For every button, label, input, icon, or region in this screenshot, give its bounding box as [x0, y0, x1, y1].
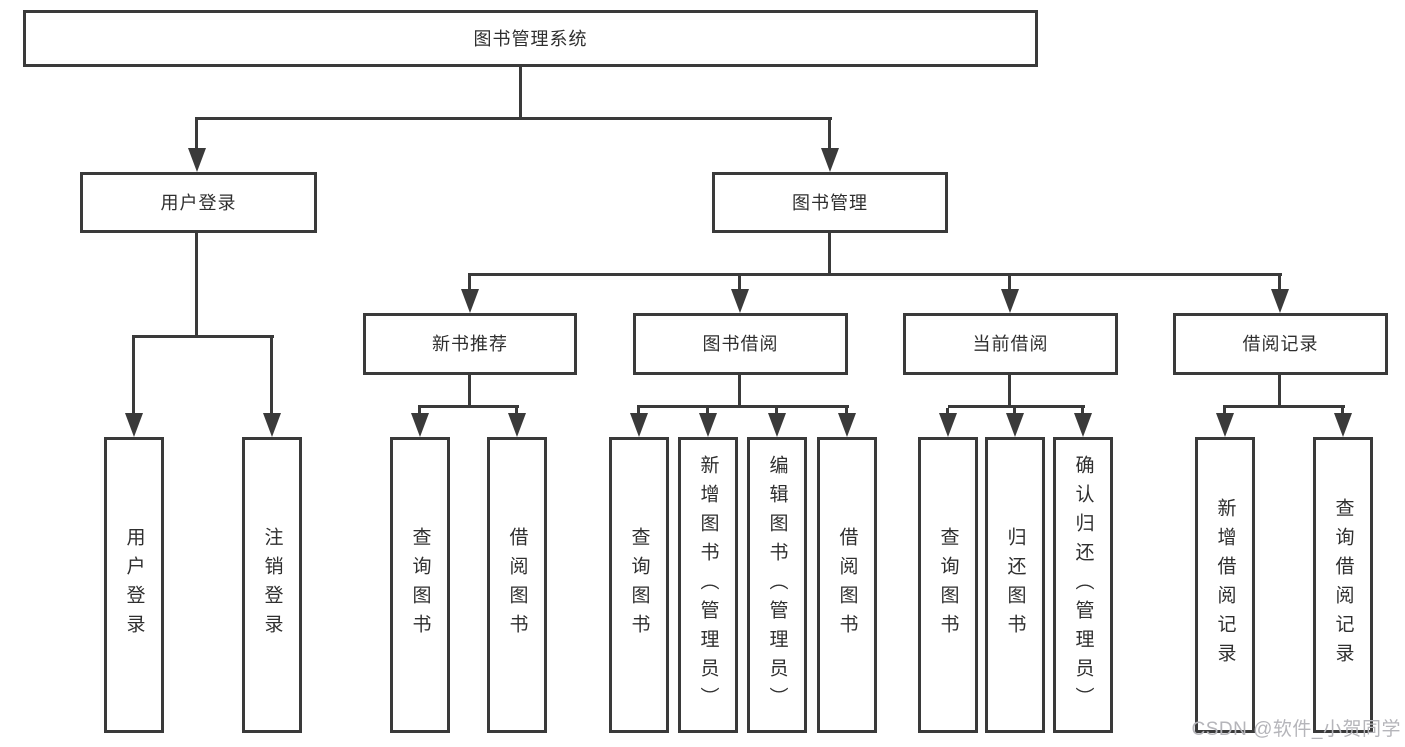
- connector-borrow-records-trunk: [1278, 375, 1281, 408]
- connector-book-management-trunk: [828, 233, 831, 276]
- leaf-add-borrow-record-label: 新增借阅记录: [1214, 498, 1236, 672]
- arrowhead-down-icon: [188, 148, 206, 172]
- arrowhead-down-icon: [125, 413, 143, 437]
- node-book-management-label: 图书管理: [792, 192, 868, 213]
- node-book-management: 图书管理: [712, 172, 948, 233]
- arrow-stem: [775, 408, 778, 413]
- arrowhead-down-icon: [1001, 289, 1019, 313]
- connector-level3-bar: [468, 273, 1282, 276]
- connector-book-borrow-trunk: [738, 375, 741, 408]
- connector-root-trunk: [519, 67, 522, 120]
- arrow-stem: [1008, 276, 1011, 289]
- node-root-label: 图书管理系统: [473, 28, 588, 49]
- arrowhead-down-icon: [1271, 289, 1289, 313]
- node-new-book-recommend: 新书推荐: [363, 313, 577, 375]
- leaf-query-borrow-record: 查询借阅记录: [1313, 437, 1373, 733]
- arrowhead-down-icon: [1216, 413, 1234, 437]
- leaf-current-query-books: 查询图书: [918, 437, 978, 733]
- arrow-stem: [1081, 408, 1084, 413]
- leaf-confirm-return-admin: 确认归还（管理员）: [1053, 437, 1113, 733]
- node-user-login-label: 用户登录: [160, 192, 237, 213]
- arrowhead-down-icon: [630, 413, 648, 437]
- connector-borrow-records-bar: [1223, 405, 1345, 408]
- leaf-query-borrow-record-label: 查询借阅记录: [1332, 498, 1354, 672]
- node-book-borrow-label: 图书借阅: [702, 334, 779, 354]
- leaf-edit-books-admin-label: 编辑图书（管理员）: [766, 454, 788, 716]
- leaf-return-books-label: 归还图书: [1004, 527, 1026, 643]
- node-user-login: 用户登录: [80, 172, 317, 233]
- leaf-borrow-books-label: 借阅图书: [836, 527, 858, 643]
- leaf-borrow-query-books: 查询图书: [609, 437, 669, 733]
- leaf-recommend-borrow-books: 借阅图书: [487, 437, 547, 733]
- arrowhead-down-icon: [263, 413, 281, 437]
- arrowhead-down-icon: [1334, 413, 1352, 437]
- arrowhead-down-icon: [508, 413, 526, 437]
- arrowhead-down-icon: [461, 289, 479, 313]
- arrow-stem: [270, 338, 273, 413]
- node-new-book-recommend-label: 新书推荐: [432, 334, 508, 354]
- arrow-stem: [706, 408, 709, 413]
- leaf-current-query-books-label: 查询图书: [937, 527, 959, 643]
- arrowhead-down-icon: [699, 413, 717, 437]
- arrow-stem: [515, 408, 518, 413]
- leaf-return-books: 归还图书: [985, 437, 1045, 733]
- node-book-borrow: 图书借阅: [633, 313, 848, 375]
- leaf-logout: 注销登录: [242, 437, 302, 733]
- arrow-stem: [637, 408, 640, 413]
- arrowhead-down-icon: [731, 289, 749, 313]
- arrow-stem: [1013, 408, 1016, 413]
- arrow-stem: [845, 408, 848, 413]
- leaf-logout-label: 注销登录: [261, 527, 283, 643]
- connector-recommend-bar: [418, 405, 519, 408]
- arrowhead-down-icon: [1006, 413, 1024, 437]
- arrow-stem: [828, 120, 831, 148]
- leaf-borrow-query-books-label: 查询图书: [628, 527, 650, 643]
- arrow-stem: [738, 276, 741, 289]
- leaf-recommend-query-books: 查询图书: [390, 437, 450, 733]
- arrow-stem: [132, 338, 135, 413]
- leaf-edit-books-admin: 编辑图书（管理员）: [747, 437, 807, 733]
- arrow-stem: [1278, 276, 1281, 289]
- connector-level2-bar: [195, 117, 832, 120]
- arrowhead-down-icon: [838, 413, 856, 437]
- arrow-stem: [468, 276, 471, 289]
- csdn-watermark: CSDN @软件_小贺同学: [1191, 719, 1401, 740]
- arrow-stem: [946, 408, 949, 413]
- connector-recommend-trunk: [468, 375, 471, 408]
- arrowhead-down-icon: [1074, 413, 1092, 437]
- leaf-add-books-admin: 新增图书（管理员）: [678, 437, 738, 733]
- arrowhead-down-icon: [821, 148, 839, 172]
- connector-book-borrow-bar: [637, 405, 849, 408]
- leaf-add-books-admin-label: 新增图书（管理员）: [697, 454, 719, 716]
- leaf-add-borrow-record: 新增借阅记录: [1195, 437, 1255, 733]
- node-current-borrow-label: 当前借阅: [972, 334, 1049, 354]
- node-current-borrow: 当前借阅: [903, 313, 1118, 375]
- arrow-stem: [1223, 408, 1226, 413]
- leaf-borrow-books: 借阅图书: [817, 437, 877, 733]
- connector-current-borrow-bar: [948, 405, 1085, 408]
- leaf-confirm-return-admin-label: 确认归还（管理员）: [1072, 454, 1094, 716]
- connector-user-login-trunk: [195, 233, 198, 338]
- connector-current-borrow-trunk: [1008, 375, 1011, 408]
- leaf-user-login-label: 用户登录: [123, 527, 145, 643]
- arrowhead-down-icon: [768, 413, 786, 437]
- arrowhead-down-icon: [411, 413, 429, 437]
- arrow-stem: [195, 120, 198, 148]
- node-borrow-records: 借阅记录: [1173, 313, 1388, 375]
- node-root: 图书管理系统: [23, 10, 1038, 67]
- arrow-stem: [1341, 408, 1344, 413]
- leaf-recommend-borrow-books-label: 借阅图书: [506, 527, 528, 643]
- leaf-recommend-query-books-label: 查询图书: [409, 527, 431, 643]
- connector-user-login-bar: [132, 335, 274, 338]
- node-borrow-records-label: 借阅记录: [1242, 334, 1319, 354]
- arrow-stem: [418, 408, 421, 413]
- arrowhead-down-icon: [939, 413, 957, 437]
- leaf-user-login: 用户登录: [104, 437, 164, 733]
